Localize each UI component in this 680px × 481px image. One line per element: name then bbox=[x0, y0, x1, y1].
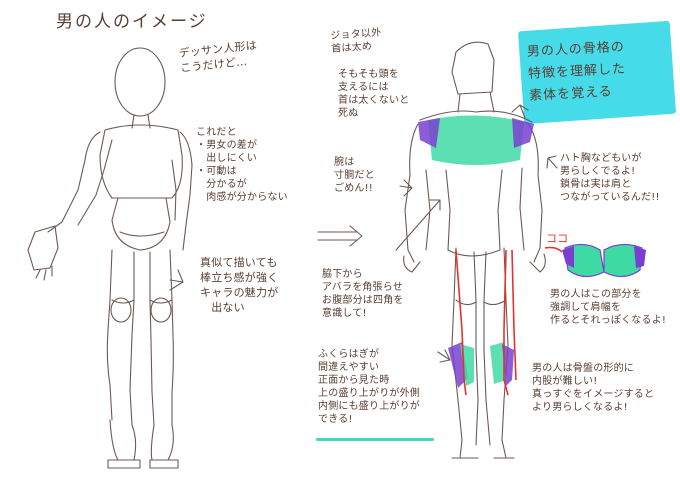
note-legs: 男の人は骨盤の形的に 内股が難しい! 真っすぐをイメージすると より男らしくなる… bbox=[532, 363, 655, 413]
note-shoulder: ハト胸などもいが 男らしくでるよ! 鎖骨は実は肩と つながっているんだ!! bbox=[560, 153, 660, 203]
note-neck: ジョタ以外 首は太め bbox=[330, 27, 382, 55]
leg-line-mark bbox=[455, 249, 517, 396]
arrow-icon bbox=[395, 199, 441, 251]
note-copy-warning: 真似て描いても 棒立ち感が強く キャラの魅力が 出ない bbox=[200, 256, 279, 314]
arrow-icon bbox=[399, 179, 413, 197]
note-arm: 腕は 寸胴だと ごめん!! bbox=[334, 157, 375, 194]
calf-underline bbox=[316, 438, 434, 441]
arrow-icon bbox=[546, 155, 558, 169]
note-calf: ふくらはぎが 間違えやすい 正面から見た時 上の盛り上がりが外側 内側にも盛り上… bbox=[318, 349, 420, 425]
note-weakness: これだと ・男女の差が 出しにくい ・可動は 分かるが 肉感が分からない bbox=[196, 127, 288, 203]
mannequin-figure bbox=[27, 47, 193, 469]
page-title: 男の人のイメージ bbox=[56, 12, 208, 32]
trapezius-mark bbox=[418, 115, 534, 165]
arrow-icon bbox=[317, 225, 363, 247]
male-back-figure bbox=[403, 41, 546, 459]
shoulder-muscle-sketch bbox=[544, 243, 646, 278]
arrow-icon bbox=[511, 104, 529, 119]
arrow-icon bbox=[169, 269, 184, 291]
note-trapezius: 男の人はこの部分を 強調して肩幅を 作るとそれっぽくなるよ! bbox=[550, 289, 667, 326]
note-armpit: 脇下から アバラを角張らせ お腹部分は四角を 意識して! bbox=[322, 269, 404, 319]
arrow-icon bbox=[437, 349, 451, 363]
note-kuko: ココ bbox=[546, 232, 569, 245]
note-head-support: そもそも頭を 支えるには 首は太くないと 死ぬ bbox=[338, 69, 410, 119]
